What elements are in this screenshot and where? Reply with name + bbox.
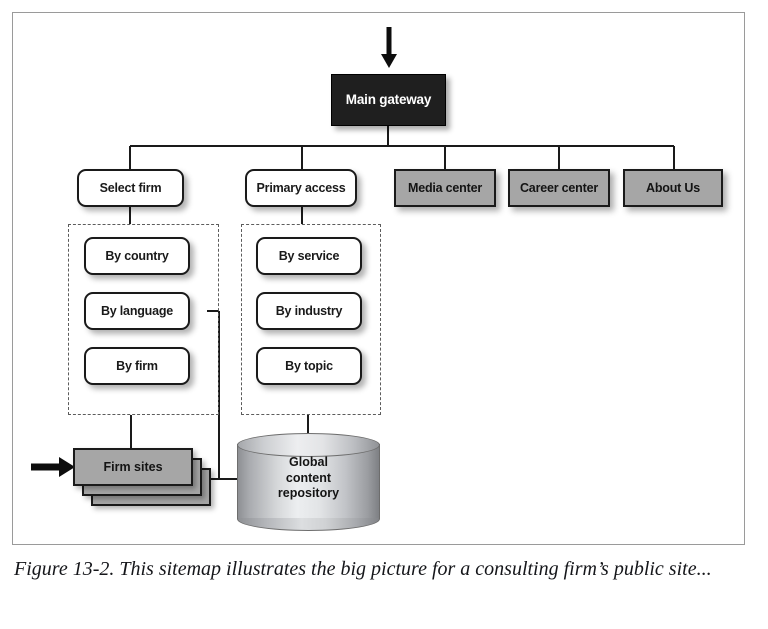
node-select-firm[interactable]: Select firm: [77, 169, 184, 207]
node-label: Career center: [519, 181, 598, 195]
node-label-line-2: content: [285, 470, 332, 485]
node-by-industry[interactable]: By industry: [256, 292, 362, 330]
node-by-service[interactable]: By service: [256, 237, 362, 275]
node-label-line-3: repository: [277, 486, 340, 501]
node-label: Primary access: [256, 181, 346, 195]
node-label: Firm sites: [103, 460, 163, 474]
node-primary-access[interactable]: Primary access: [245, 169, 357, 207]
node-label: Select firm: [99, 181, 162, 195]
node-label: By topic: [285, 359, 333, 373]
node-about-us[interactable]: About Us: [623, 169, 723, 207]
node-career-center[interactable]: Career center: [508, 169, 610, 207]
node-global-content-repository[interactable]: Global content repository: [237, 433, 380, 531]
node-label: By industry: [275, 304, 343, 318]
node-label: Global content repository: [237, 455, 380, 502]
node-label: Media center: [407, 181, 483, 195]
group-primary-access-facets: [241, 224, 381, 415]
node-firm-sites[interactable]: Firm sites: [73, 448, 211, 506]
node-label: By firm: [116, 359, 158, 373]
figure-caption: Figure 13-2. This sitemap illustrates th…: [14, 558, 712, 580]
node-by-firm[interactable]: By firm: [84, 347, 190, 385]
sitemap-diagram: Main gateway Select firm Primary access …: [13, 13, 744, 544]
node-label: Main gateway: [345, 92, 432, 108]
node-label: By language: [100, 304, 174, 318]
node-main-gateway[interactable]: Main gateway: [331, 74, 446, 126]
stack-sheet-front: Firm sites: [73, 448, 193, 486]
group-select-firm-facets: [68, 224, 219, 415]
node-by-topic[interactable]: By topic: [256, 347, 362, 385]
node-label: By country: [105, 249, 169, 263]
node-label-line-1: Global: [289, 455, 328, 469]
cylinder-top: [237, 433, 380, 457]
down-arrow-icon: [381, 27, 397, 68]
right-arrow-icon: [31, 457, 75, 477]
node-by-language[interactable]: By language: [84, 292, 190, 330]
node-label: By service: [278, 249, 340, 263]
node-media-center[interactable]: Media center: [394, 169, 496, 207]
node-label: About Us: [646, 181, 700, 195]
figure-frame: Main gateway Select firm Primary access …: [12, 12, 745, 545]
node-by-country[interactable]: By country: [84, 237, 190, 275]
